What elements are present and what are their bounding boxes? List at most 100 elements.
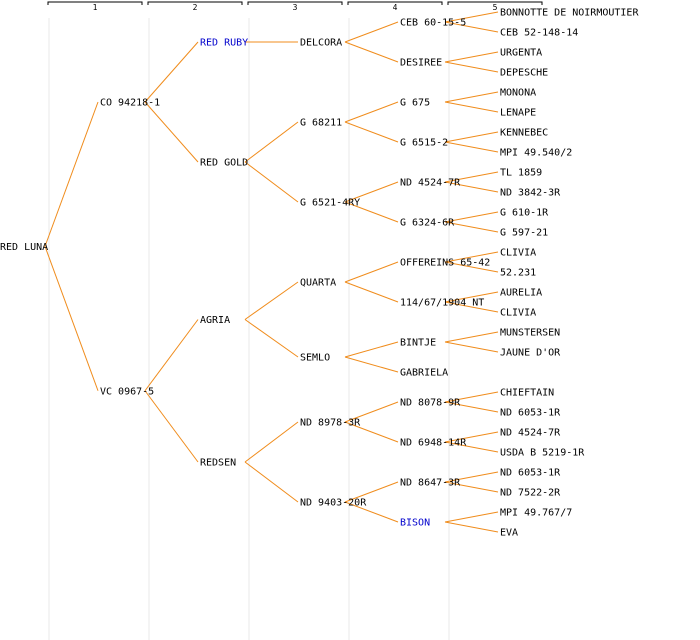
pedigree-connector [444, 521, 499, 533]
variety-label: CLIVIA [500, 308, 536, 319]
variety-label: KENNEBEC [500, 128, 548, 139]
variety-label: DEPESCHE [500, 68, 548, 79]
variety-label: ND 6053-1R [500, 408, 561, 419]
pedigree-connector [344, 21, 399, 43]
variety-label: ND 8078-9R [400, 398, 461, 409]
variety-label: ND 9403-20R [300, 498, 367, 509]
variety-label: MPI 49.767/7 [500, 508, 572, 519]
pedigree-connector [444, 401, 499, 413]
generation-label: 5 [493, 3, 498, 12]
variety-label: AURELIA [500, 288, 542, 299]
generation-bracket [47, 1, 143, 5]
variety-link[interactable]: BISON [400, 518, 430, 529]
variety-label: G 610-1R [500, 208, 549, 219]
pedigree-connector [444, 61, 499, 73]
generation-label: 2 [193, 3, 198, 12]
variety-label: ND 4524-7R [400, 178, 461, 189]
pedigree-connector [444, 301, 499, 313]
variety-label: QUARTA [300, 278, 336, 289]
generation-bracket [247, 1, 343, 5]
variety-label: LENAPE [500, 108, 536, 119]
pedigree-connector [44, 101, 99, 247]
variety-label: ND 8978-3R [300, 418, 361, 429]
pedigree-connector [444, 441, 499, 453]
variety-label: JAUNE D'OR [500, 348, 561, 359]
pedigree-connector [144, 101, 199, 163]
variety-label: EVA [500, 528, 518, 539]
variety-label: CLIVIA [500, 248, 536, 259]
pedigree-connector [444, 171, 499, 183]
variety-label: SEMLO [300, 353, 330, 364]
generation-label: 3 [293, 3, 298, 12]
variety-label: CHIEFTAIN [500, 388, 554, 399]
pedigree-connector [444, 211, 499, 223]
pedigree-connector [444, 341, 499, 353]
variety-label: ND 7522-2R [500, 488, 561, 499]
variety-label: OFFEREINS 65-42 [400, 258, 490, 269]
generation-label: 1 [93, 3, 98, 12]
pedigree-connector [344, 181, 399, 203]
pedigree-connector [244, 319, 299, 358]
variety-label: 114/67/1904 NT [400, 298, 484, 309]
variety-link[interactable]: RED RUBY [200, 38, 248, 49]
pedigree-connector [444, 391, 499, 403]
variety-label: TL 1859 [500, 168, 542, 179]
variety-label: G 6324-6R [400, 218, 455, 229]
pedigree-connector [444, 481, 499, 493]
variety-label: DELCORA [300, 38, 342, 49]
pedigree-connector [344, 501, 399, 523]
pedigree-connector [144, 41, 199, 103]
variety-label: MUNSTERSEN [500, 328, 560, 339]
pedigree-connector [344, 121, 399, 143]
pedigree-connector [344, 101, 399, 123]
variety-label: BINTJE [400, 338, 436, 349]
variety-label: G 597-21 [500, 228, 548, 239]
variety-label: AGRIA [200, 315, 230, 326]
pedigree-connector [244, 461, 299, 503]
variety-label: G 6515-2 [400, 138, 448, 149]
pedigree-connector [244, 421, 299, 463]
pedigree-connector [44, 246, 99, 391]
pedigree-connector [444, 101, 499, 113]
variety-label: URGENTA [500, 48, 542, 59]
pedigree-connector [444, 51, 499, 63]
pedigree-connector [444, 251, 499, 263]
generation-bracket [347, 1, 443, 5]
variety-label: G 6521-4RY [300, 198, 360, 209]
pedigree-connector [444, 21, 499, 33]
variety-label: 52.231 [500, 268, 536, 279]
variety-label: USDA B 5219-1R [500, 448, 585, 459]
pedigree-connector [444, 141, 499, 153]
generation-label: 4 [393, 3, 398, 12]
pedigree-connector [444, 511, 499, 523]
variety-label: G 68211 [300, 118, 342, 129]
variety-label: MPI 49.540/2 [500, 148, 572, 159]
pedigree-connector [344, 41, 399, 63]
pedigree-connector [444, 431, 499, 443]
variety-label: G 675 [400, 98, 430, 109]
pedigree-connector [344, 421, 399, 443]
pedigree-connector [444, 181, 499, 193]
pedigree-connector [344, 341, 399, 358]
root-variety-label: RED LUNA [0, 242, 48, 253]
generation-bracket [447, 1, 543, 5]
variety-label: BONNOTTE DE NOIRMOUTIER [500, 8, 639, 19]
pedigree-connector [344, 281, 399, 303]
pedigree-connector [144, 390, 199, 463]
variety-label: ND 3842-3R [500, 188, 561, 199]
pedigree-connector [344, 261, 399, 283]
pedigree-connector [444, 331, 499, 343]
variety-label: ND 4524-7R [500, 428, 561, 439]
pedigree-connector [444, 261, 499, 273]
pedigree-connector [244, 161, 299, 203]
pedigree-connector [444, 291, 499, 303]
pedigree-connector [444, 471, 499, 483]
pedigree-connector [444, 11, 499, 23]
pedigree-connector [344, 481, 399, 503]
variety-label: ND 6053-1R [500, 468, 561, 479]
variety-label: ND 6948-14R [400, 438, 467, 449]
pedigree-connector [444, 221, 499, 233]
variety-label: CEB 60-15-5 [400, 18, 466, 29]
